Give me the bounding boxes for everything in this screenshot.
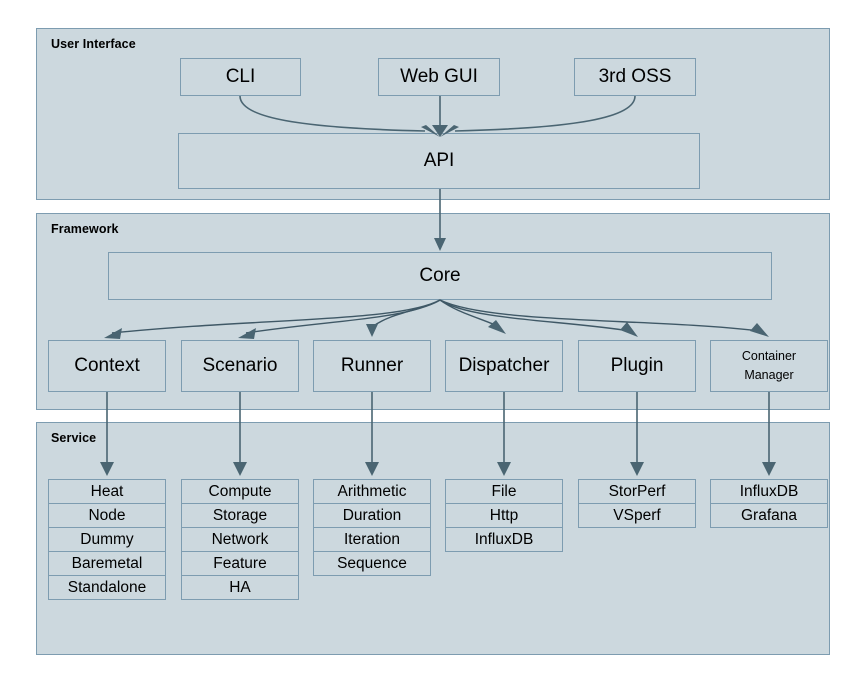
service-item[interactable]: Network [181, 527, 299, 552]
service-item[interactable]: Duration [313, 503, 431, 528]
node-scenario[interactable]: Scenario [181, 340, 299, 392]
node-plugin[interactable]: Plugin [578, 340, 696, 392]
node-container-manager-line2: Manager [744, 368, 794, 382]
node-api[interactable]: API [178, 133, 700, 189]
panel-title-framework: Framework [51, 222, 119, 236]
service-item[interactable]: Baremetal [48, 551, 166, 576]
node-third-oss-label: 3rd OSS [598, 66, 672, 88]
service-item[interactable]: Compute [181, 479, 299, 504]
node-cli-label: CLI [225, 66, 256, 88]
service-item[interactable]: Feature [181, 551, 299, 576]
service-item[interactable]: Standalone [48, 575, 166, 600]
node-api-label: API [423, 150, 455, 172]
panel-title-service: Service [51, 431, 97, 445]
node-web-gui-label: Web GUI [400, 66, 478, 88]
service-item[interactable]: HA [181, 575, 299, 600]
service-item[interactable]: InfluxDB [445, 527, 563, 552]
service-item[interactable]: Node [48, 503, 166, 528]
panel-title-user-interface: User Interface [51, 37, 136, 51]
service-item[interactable]: Sequence [313, 551, 431, 576]
node-runner[interactable]: Runner [313, 340, 431, 392]
service-item[interactable]: Heat [48, 479, 166, 504]
node-scenario-label: Scenario [202, 355, 278, 377]
service-item[interactable]: Iteration [313, 527, 431, 552]
node-container-manager[interactable]: Container Manager [710, 340, 828, 392]
service-item[interactable]: VSperf [578, 503, 696, 528]
service-item[interactable]: Storage [181, 503, 299, 528]
service-item[interactable]: File [445, 479, 563, 504]
node-container-manager-label: Container Manager [742, 347, 796, 386]
node-dispatcher-label: Dispatcher [458, 355, 550, 377]
node-core-label: Core [419, 265, 461, 287]
service-item[interactable]: Dummy [48, 527, 166, 552]
service-item[interactable]: Http [445, 503, 563, 528]
service-item[interactable]: InfluxDB [710, 479, 828, 504]
node-web-gui[interactable]: Web GUI [378, 58, 500, 96]
node-core[interactable]: Core [108, 252, 772, 300]
node-context[interactable]: Context [48, 340, 166, 392]
service-item[interactable]: StorPerf [578, 479, 696, 504]
node-plugin-label: Plugin [610, 355, 664, 377]
node-cli[interactable]: CLI [180, 58, 301, 96]
service-item[interactable]: Grafana [710, 503, 828, 528]
panel-service: Service [36, 422, 830, 655]
node-third-oss[interactable]: 3rd OSS [574, 58, 696, 96]
node-container-manager-line1: Container [741, 348, 797, 363]
node-context-label: Context [74, 355, 140, 377]
service-item[interactable]: Arithmetic [313, 479, 431, 504]
node-dispatcher[interactable]: Dispatcher [445, 340, 563, 392]
node-runner-label: Runner [340, 355, 404, 377]
